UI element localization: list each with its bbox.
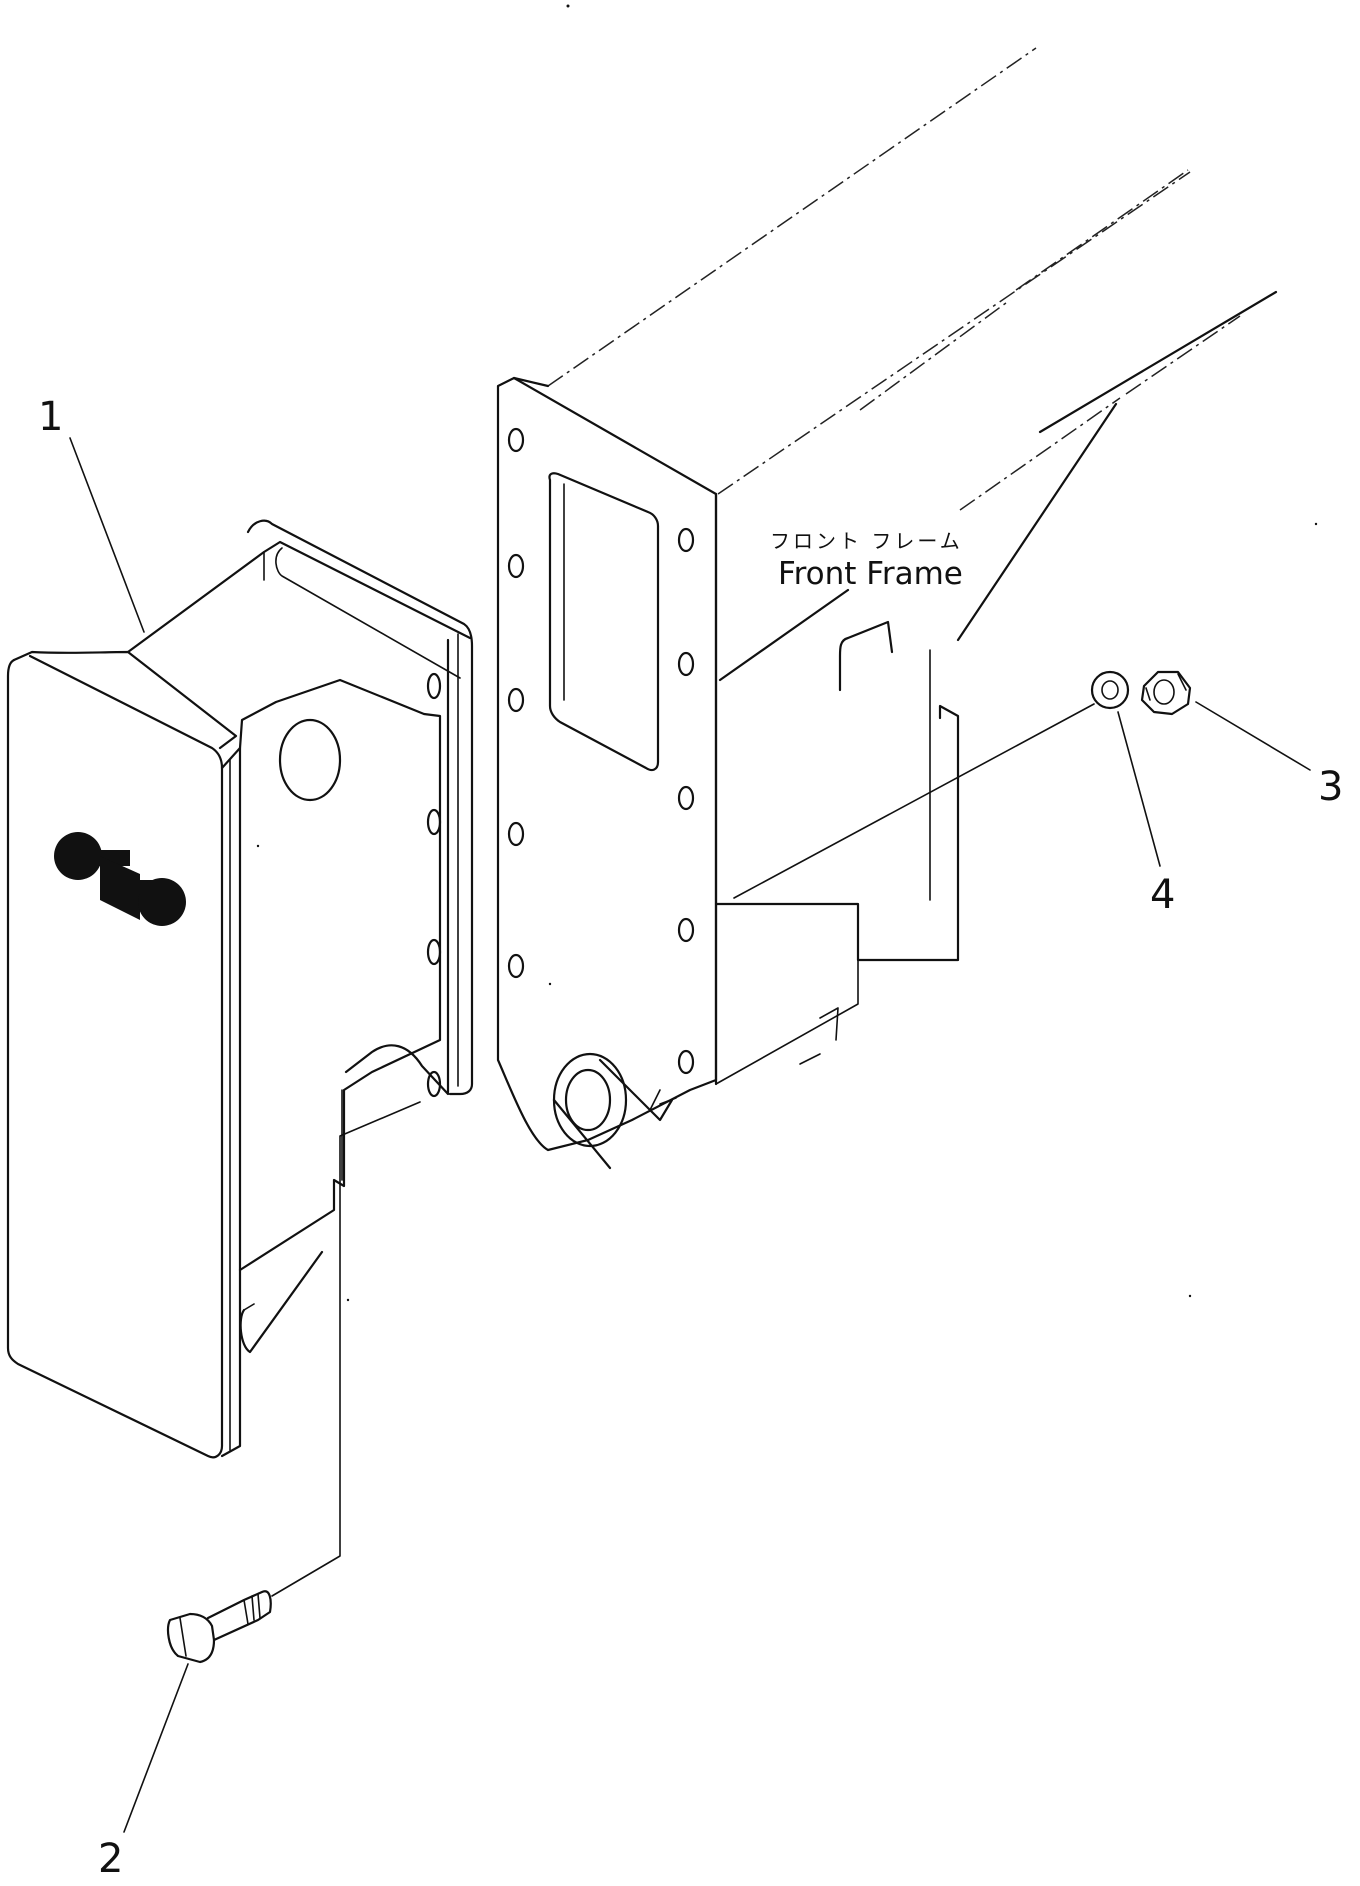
callout-4: 4	[1117, 711, 1175, 918]
front-frame-label: フロント フレーム Front Frame	[770, 529, 963, 592]
part-2-bolt	[167, 1101, 421, 1664]
front-frame-label-japanese: フロント フレーム	[770, 529, 963, 553]
callout-4-number: 4	[1150, 872, 1175, 918]
part-4-washer	[733, 670, 1130, 899]
part-1-cover	[6, 519, 474, 1459]
front-frame-label-english: Front Frame	[778, 556, 963, 592]
front-frame	[496, 47, 1278, 1170]
callout-2: 2	[98, 1663, 189, 1882]
callout-3-number: 3	[1318, 764, 1343, 810]
cover-logo	[54, 832, 186, 926]
callout-1-number: 1	[38, 394, 63, 440]
part-3-nut	[1140, 670, 1192, 716]
callout-3: 3	[1195, 701, 1343, 810]
frame-bolt-holes	[507, 427, 695, 1075]
pivot-boss	[552, 1052, 677, 1170]
scan-specks	[256, 4, 1318, 1302]
callout-1: 1	[38, 394, 145, 633]
callout-2-number: 2	[98, 1836, 123, 1882]
